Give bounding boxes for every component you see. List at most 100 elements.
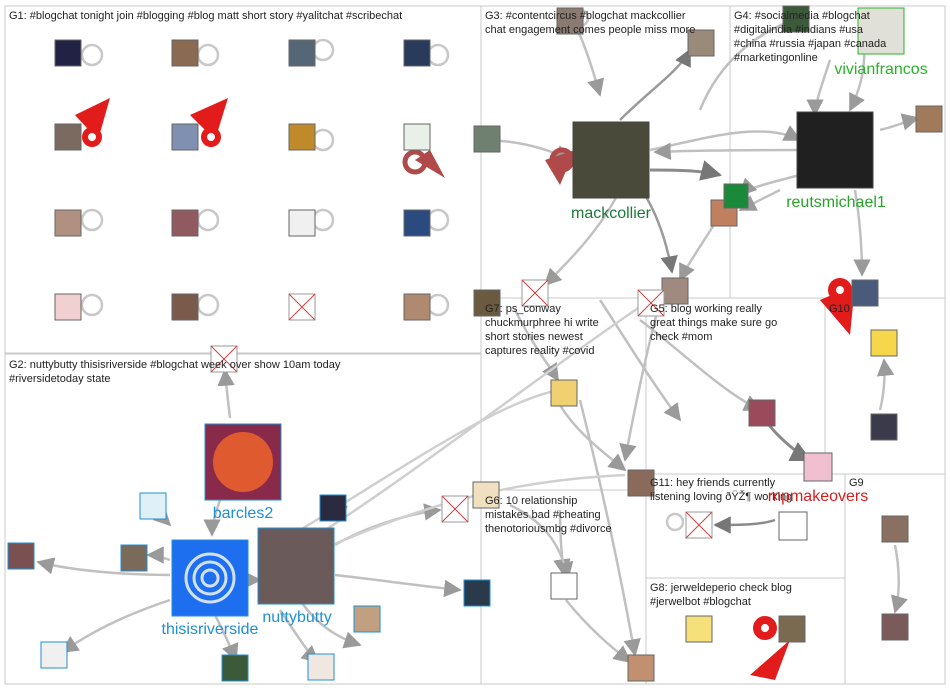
group-label-g4-line4: #marketingonline xyxy=(734,52,818,64)
node-image[interactable] xyxy=(403,293,431,321)
node-image[interactable] xyxy=(171,39,199,67)
group-labels: G1: #blogchat tonight join #blogging #bl… xyxy=(9,10,889,608)
group-label-g11-line2: listening loving ðŸŽ¶ working xyxy=(650,490,792,503)
node-image[interactable] xyxy=(851,279,879,307)
group-label-g2: G2: nuttybutty thisisriverside #blogchat… xyxy=(9,359,343,385)
red-self-loops xyxy=(75,98,855,680)
group-label-g6-line1: G6: 10 relationship xyxy=(485,495,577,507)
node-image[interactable] xyxy=(288,39,316,67)
group-label-g6-line2: mistakes bad #cheating xyxy=(485,509,601,521)
group-label-g11-line1: G11: hey friends currently xyxy=(650,477,776,489)
node-image[interactable] xyxy=(881,613,909,641)
node-image[interactable] xyxy=(685,615,713,643)
node-labels: mackcollier reutsmichael1 vivianfrancos … xyxy=(162,61,928,638)
node-image[interactable] xyxy=(139,492,167,520)
node-mackcollier-image[interactable] xyxy=(572,121,650,199)
node-image[interactable] xyxy=(171,123,199,151)
node-image[interactable] xyxy=(221,654,249,682)
group-label-g7: G7: ps_conway chuckmurphree hi write sho… xyxy=(485,303,602,357)
group-label-g4-line2: #digitalindia #indians #usa xyxy=(734,24,864,36)
broken-image-node[interactable] xyxy=(210,345,238,373)
group-label-g8: G8: jerweldeperio check blog #jerwelbot … xyxy=(650,582,795,608)
node-image[interactable] xyxy=(748,399,776,427)
group-label-g7-line2: chuckmurphree hi write xyxy=(485,317,599,329)
node-image[interactable] xyxy=(319,494,347,522)
node-image[interactable] xyxy=(661,277,689,305)
node-image[interactable] xyxy=(778,615,806,643)
node-thisisriverside-image[interactable] xyxy=(171,539,249,617)
node-label-thisisriverside[interactable]: thisisriverside xyxy=(162,621,259,638)
broken-image-node[interactable] xyxy=(441,495,469,523)
group-label-g3: G3: #contentcircus #blogchat mackcollier… xyxy=(485,10,695,36)
group-label-g7-line3: short stories newest xyxy=(485,331,583,343)
node-image[interactable] xyxy=(40,641,68,669)
group-label-g8-line2: #jerwelbot #blogchat xyxy=(650,596,751,608)
node-image[interactable] xyxy=(288,123,316,151)
barcles2-avatar-circle xyxy=(213,432,273,492)
node-label-barcles2[interactable]: barcles2 xyxy=(213,505,274,522)
group-label-g4: G4: #socialmedia #blogchat #digitalindia… xyxy=(734,10,889,64)
node-image[interactable] xyxy=(473,289,501,317)
group-label-g8-line1: G8: jerweldeperio check blog xyxy=(650,582,792,594)
node-image[interactable] xyxy=(778,511,808,541)
node-image[interactable] xyxy=(171,293,199,321)
broken-image-node[interactable] xyxy=(637,289,665,317)
node-image[interactable] xyxy=(803,452,833,482)
node-label-pmakeovers[interactable]: mpmakeovers xyxy=(768,488,868,505)
node-image[interactable] xyxy=(550,379,578,407)
node-image[interactable] xyxy=(627,654,655,682)
node-image[interactable] xyxy=(473,125,501,153)
group-label-g6: G6: 10 relationship mistakes bad #cheati… xyxy=(485,495,612,535)
node-label-nuttybutty[interactable]: nuttybutty xyxy=(262,609,331,626)
group-label-g7-line4: captures reality #covid xyxy=(485,345,594,357)
group-label-g7-line1: G7: ps_conway xyxy=(485,303,561,315)
group-label-g9: G9 xyxy=(849,477,864,489)
group-label-g5-line2: great things make sure go xyxy=(650,317,777,329)
nodes xyxy=(7,5,943,682)
node-image[interactable] xyxy=(723,183,749,209)
node-image[interactable] xyxy=(54,209,82,237)
broken-image-node[interactable] xyxy=(288,293,316,321)
node-label-vivianfrancos[interactable]: vivianfrancos xyxy=(834,61,927,78)
node-image[interactable] xyxy=(463,579,491,607)
group-label-g11: G11: hey friends currently listening lov… xyxy=(650,477,792,503)
node-image[interactable] xyxy=(627,469,655,497)
node-image[interactable] xyxy=(472,481,500,509)
node-label-reutsmichael1[interactable]: reutsmichael1 xyxy=(786,194,886,211)
node-label-mackcollier[interactable]: mackcollier xyxy=(571,205,652,222)
broken-image-node[interactable] xyxy=(521,279,549,307)
group-label-g4-line1: G4: #socialmedia #blogchat xyxy=(734,10,870,22)
edges xyxy=(36,14,920,664)
node-image[interactable] xyxy=(687,29,715,57)
node-image[interactable] xyxy=(870,329,898,357)
group-label-g5-line3: check #mom xyxy=(650,331,712,343)
node-image[interactable] xyxy=(403,123,431,151)
group-label-g3-line2: chat engagement comes people miss more xyxy=(485,24,695,36)
node-image[interactable] xyxy=(782,5,810,33)
node-image[interactable] xyxy=(54,123,82,151)
node-image[interactable] xyxy=(881,515,909,543)
node-image[interactable] xyxy=(54,39,82,67)
node-nuttybutty-image[interactable] xyxy=(257,527,335,605)
node-image[interactable] xyxy=(171,209,199,237)
node-image[interactable] xyxy=(288,209,316,237)
group-box-g9 xyxy=(844,473,946,685)
node-image[interactable] xyxy=(120,544,148,572)
node-image[interactable] xyxy=(54,293,82,321)
group-label-g3-line1: G3: #contentcircus #blogchat mackcollier xyxy=(485,10,686,22)
node-image[interactable] xyxy=(550,572,578,600)
node-image[interactable] xyxy=(857,7,905,55)
node-image[interactable] xyxy=(307,653,335,681)
broken-image-node[interactable] xyxy=(685,511,713,539)
node-image[interactable] xyxy=(556,7,584,35)
node-image[interactable] xyxy=(403,39,431,67)
node-image[interactable] xyxy=(870,413,898,441)
group-label-g4-line3: #china #russia #japan #canada xyxy=(734,38,887,50)
node-image[interactable] xyxy=(403,209,431,237)
node-image[interactable] xyxy=(353,605,381,633)
node-image[interactable] xyxy=(7,542,35,570)
group-label-g2-line2: #riversidetoday state xyxy=(9,373,111,385)
node-image[interactable] xyxy=(915,105,943,133)
node-reutsmichael1-image[interactable] xyxy=(796,111,874,189)
